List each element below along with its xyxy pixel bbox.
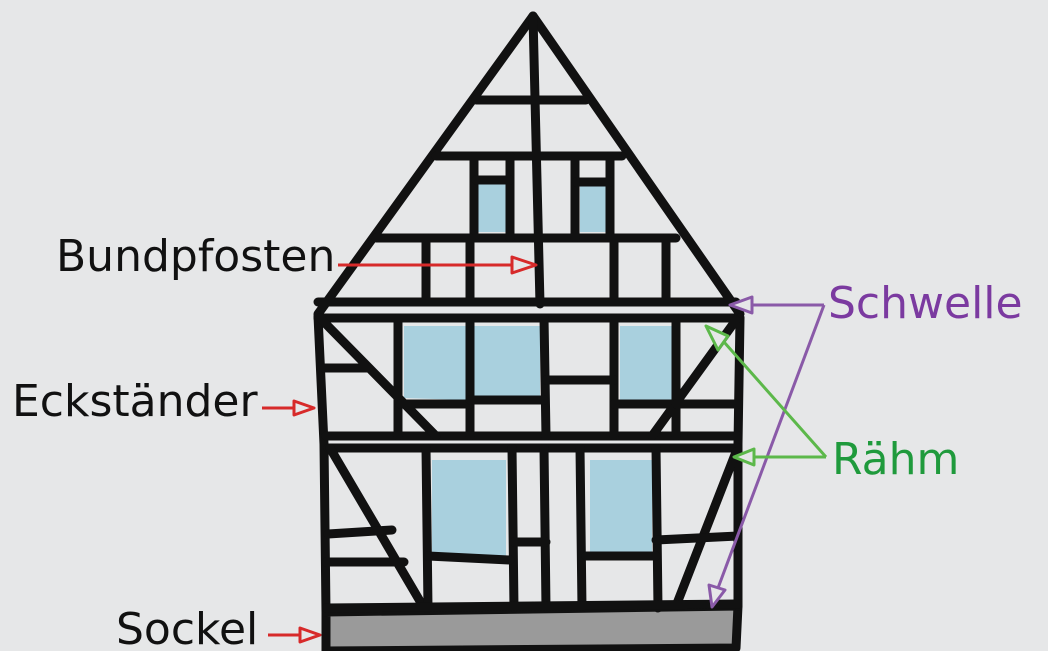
lower-window-2	[590, 460, 652, 556]
timber-frame	[313, 11, 745, 617]
lower-rail	[651, 531, 743, 545]
ground-sill-beam	[321, 599, 743, 613]
lower-post	[651, 443, 663, 613]
upper-window-3	[620, 326, 672, 400]
lower-post	[507, 443, 519, 613]
arrows	[262, 255, 828, 644]
lower-right-brace	[671, 447, 741, 611]
upper-window-2	[474, 326, 540, 398]
gable-window-right	[580, 184, 606, 232]
label-raehm: Rähm	[832, 434, 959, 485]
gable-window-left	[478, 182, 507, 232]
left-corner-post	[313, 311, 331, 617]
label-sockel: Sockel	[116, 604, 258, 651]
lower-post	[575, 443, 587, 613]
label-eckstaender: Eckständer	[12, 376, 258, 427]
label-schwelle: Schwelle	[828, 278, 1023, 329]
sockel-arrow	[268, 626, 322, 644]
eckstaender-arrow	[262, 399, 316, 417]
lower-post	[539, 443, 551, 613]
gable-outline	[313, 11, 745, 319]
upper-left-brace	[315, 313, 441, 441]
label-bundpfosten: Bundpfosten	[56, 231, 335, 282]
schwelle-arrows	[707, 295, 826, 609]
raehm-arrows	[704, 324, 828, 467]
bundpfosten-arrow	[338, 255, 538, 275]
upper-window-1	[404, 326, 466, 400]
lower-rail	[323, 525, 397, 539]
lower-post	[421, 443, 433, 613]
windows	[404, 182, 672, 558]
plinth	[321, 601, 743, 651]
lower-window-1	[432, 460, 506, 558]
lower-window-sill	[423, 551, 515, 565]
